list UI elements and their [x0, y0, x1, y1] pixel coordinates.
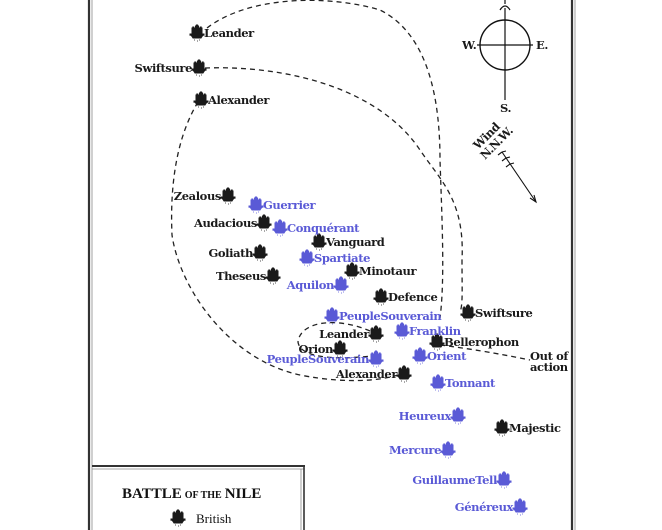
french-ship-icon: [440, 441, 456, 459]
british-ship-icon: [344, 262, 360, 280]
british-ship-label: Bellerophon: [444, 335, 520, 349]
legend-british-label: British: [196, 511, 232, 526]
french-ship-icon: [496, 471, 512, 489]
british-ship-label: Audacious: [193, 216, 257, 230]
british-ship-label: Leander: [204, 26, 255, 40]
compass-east: E.: [536, 38, 548, 52]
out-of-action-line2: action: [530, 360, 569, 374]
out-of-action-line1: Out of: [530, 349, 569, 363]
french-ship-icon: [272, 219, 288, 237]
british-ship-icon: [460, 304, 476, 322]
french-ship-label: Guerrier: [263, 198, 317, 212]
british-ship-label: Majestic: [509, 421, 561, 435]
british-ship-icon: [368, 325, 384, 343]
british-ship-label: Vanguard: [325, 235, 385, 249]
french-ship-label: PeupleSouverain: [339, 309, 442, 323]
french-ship-icon: [430, 374, 446, 392]
legend-british-ship-icon: [170, 509, 186, 527]
wind-arrow-icon: [497, 150, 537, 204]
british-ship-label: Orion: [299, 342, 335, 356]
compass-rose: [477, 0, 533, 100]
british-ship-icon: [256, 214, 272, 232]
french-ship-label: Tonnant: [445, 376, 496, 390]
british-ship-label: Zealous: [174, 189, 221, 203]
french-ship-label: PeupleSouverain: [267, 352, 370, 366]
british-ship-icon: [189, 24, 205, 42]
french-ship-label: Spartiate: [314, 251, 370, 265]
french-ship-label: Orient: [427, 349, 467, 363]
french-ship-icon: [412, 347, 428, 365]
french-ship-label: Conquérant: [287, 221, 360, 235]
british-ship-label: Goliath: [208, 246, 254, 260]
french-ship-label: Franklin: [409, 324, 462, 338]
french-ship-icon: [450, 407, 466, 425]
french-ship-label: Aquilon: [286, 278, 335, 292]
french-ship-label: Mercure: [389, 443, 441, 457]
legend-title-of-the: OF THE: [185, 490, 222, 501]
british-ship-icon: [311, 233, 327, 251]
british-ship-icon: [191, 59, 207, 77]
ship-tracks: [170, 0, 531, 382]
compass-south: S.: [500, 101, 511, 115]
french-ship-label: GuillaumeTell: [412, 473, 498, 487]
french-ship-icon: [248, 196, 264, 214]
track-alexander: [170, 101, 406, 382]
map-frame: [87, 0, 576, 530]
french-ship-icon: [512, 498, 528, 516]
ships-layer: LeanderSwiftsureAlexanderZealousAudaciou…: [135, 24, 561, 516]
track-bellerophon: [439, 344, 531, 361]
french-ship-label: Généreux: [455, 500, 514, 514]
british-ship-icon: [373, 288, 389, 306]
legend-title-nile: NILE: [225, 486, 262, 502]
british-ship-label: Minotaur: [359, 264, 417, 278]
british-ship-label: Alexander: [335, 367, 398, 381]
british-ship-label: Leander: [319, 327, 370, 341]
track-swiftsure: [204, 67, 463, 313]
legend-box: [92, 465, 305, 530]
british-ship-icon: [220, 187, 236, 205]
track-leander: [206, 0, 444, 319]
british-ship-icon: [252, 244, 268, 262]
track-leander-inner: [297, 321, 373, 359]
british-ship-label: Swiftsure: [475, 306, 533, 320]
british-ship-icon: [265, 267, 281, 285]
british-ship-label: Defence: [388, 290, 438, 304]
french-ship-icon: [324, 307, 340, 325]
french-ship-icon: [333, 276, 349, 294]
french-ship-label: Heureux: [399, 409, 452, 423]
british-ship-label: Alexander: [207, 93, 270, 107]
british-ship-label: Theseus: [216, 269, 266, 283]
french-ship-icon: [394, 322, 410, 340]
compass-west: W.: [461, 38, 477, 52]
british-ship-icon: [396, 365, 412, 383]
french-ship-icon: [368, 350, 384, 368]
british-ship-icon: [494, 419, 510, 437]
british-ship-label: Swiftsure: [135, 61, 193, 75]
legend-title-battle: BATTLE: [122, 486, 182, 502]
french-ship-icon: [299, 249, 315, 267]
